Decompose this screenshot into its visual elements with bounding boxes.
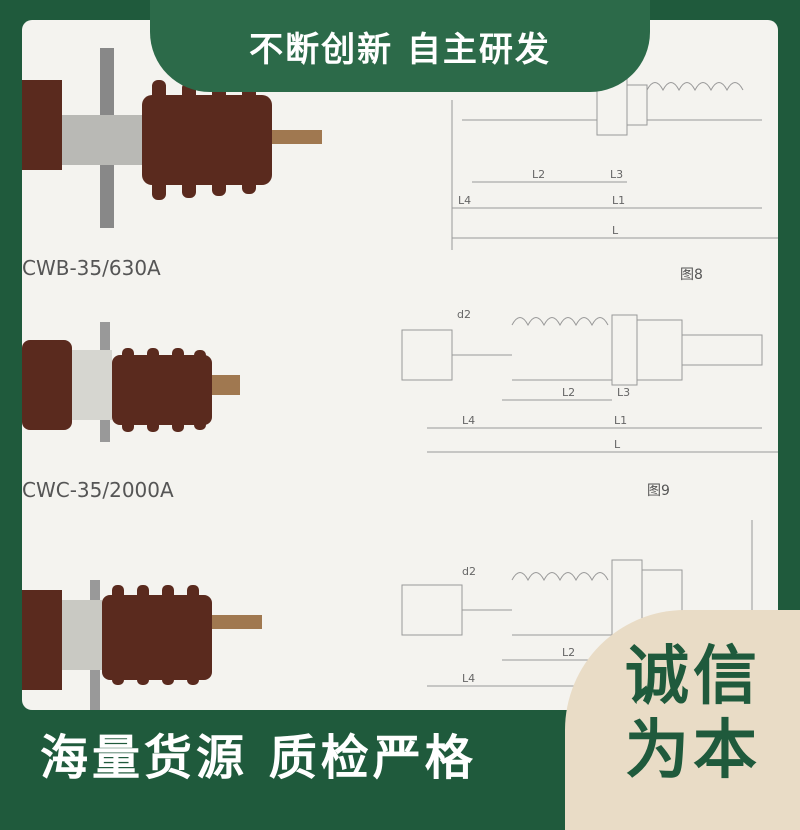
product-label-2: CWC-35/2000A bbox=[22, 478, 174, 502]
svg-text:d2: d2 bbox=[457, 308, 471, 321]
trust-badge-line-2: 为本 bbox=[625, 714, 761, 788]
trust-badge-text: 诚信 为本 bbox=[625, 640, 775, 788]
svg-text:L1: L1 bbox=[612, 194, 625, 207]
svg-text:L3: L3 bbox=[617, 386, 630, 399]
product-label-1: CWB-35/630A bbox=[22, 256, 161, 280]
drawing-3 bbox=[401, 520, 753, 687]
svg-text:L4: L4 bbox=[458, 194, 471, 207]
svg-text:L4: L4 bbox=[462, 672, 475, 685]
trust-badge-line-1: 诚信 bbox=[625, 640, 761, 714]
figure-label-1: 图8 bbox=[680, 267, 703, 283]
svg-text:L1: L1 bbox=[614, 414, 627, 427]
bottom-slogan: 海量货源 质检严格 bbox=[40, 730, 477, 786]
svg-text:L2: L2 bbox=[562, 646, 575, 659]
insulator-3 bbox=[22, 580, 262, 710]
svg-text:L2: L2 bbox=[532, 168, 545, 181]
svg-text:L3: L3 bbox=[610, 168, 623, 181]
drawing-2 bbox=[401, 314, 778, 453]
product-photo: L2 L3 L4 L1 L d2 L2 L3 L4 L1 L bbox=[22, 20, 778, 710]
svg-text:d2: d2 bbox=[462, 565, 476, 578]
svg-text:L4: L4 bbox=[462, 414, 475, 427]
svg-text:L2: L2 bbox=[562, 386, 575, 399]
trust-badge bbox=[565, 610, 800, 830]
top-banner-text: 不断创新 自主研发 bbox=[249, 29, 551, 70]
svg-text:L: L bbox=[612, 224, 619, 237]
top-banner: 不断创新 自主研发 bbox=[150, 0, 650, 92]
insulator-2 bbox=[22, 322, 240, 442]
insulator-1 bbox=[22, 48, 322, 228]
figure-label-2: 图9 bbox=[647, 483, 670, 499]
svg-text:L: L bbox=[614, 438, 621, 451]
insulator-drawing: L2 L3 L4 L1 L d2 L2 L3 L4 L1 L bbox=[22, 48, 778, 710]
